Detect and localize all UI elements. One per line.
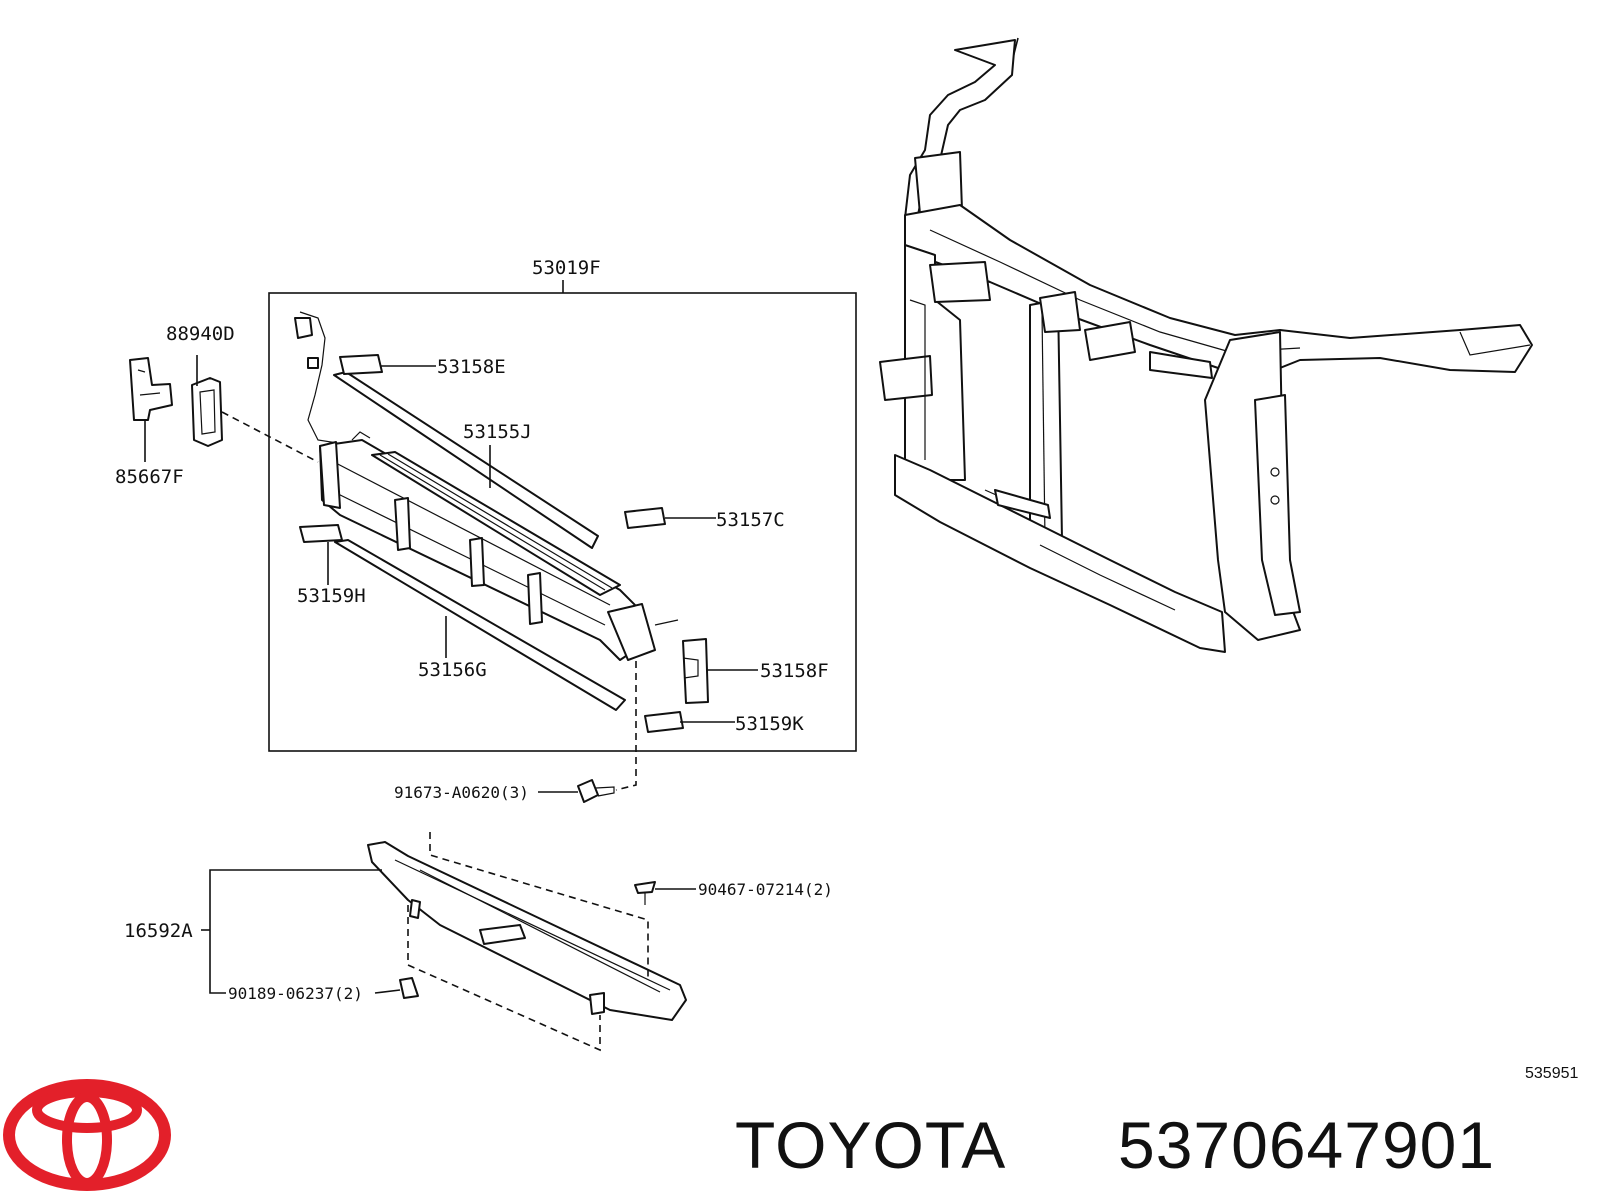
sensor-88940D-drawing xyxy=(191,377,223,447)
grille-shutter-drawing xyxy=(294,311,679,661)
assembly-box-53019F xyxy=(268,280,857,752)
label-90189-06237: 90189-06237(2) xyxy=(228,984,363,1003)
label-90467-07214: 90467-07214(2) xyxy=(698,880,833,899)
footer-brand: TOYOTA xyxy=(735,1108,1006,1182)
label-53155J: 53155J xyxy=(463,421,532,443)
bracket-85667F-drawing xyxy=(129,357,173,421)
footer-part-number: 5370647901 xyxy=(1118,1108,1495,1182)
pad-53159H-drawing xyxy=(299,524,343,543)
pad-53159K-drawing xyxy=(644,711,684,733)
label-91673-A0620: 91673-A0620(3) xyxy=(394,783,529,802)
lower-cover-16592A-drawing xyxy=(367,841,687,1021)
diagram-ref-number: 535951 xyxy=(1525,1065,1578,1082)
label-53158E: 53158E xyxy=(437,356,506,378)
leader-lines xyxy=(144,355,758,994)
label-53157C: 53157C xyxy=(716,509,785,531)
bolt-91673-drawing xyxy=(577,779,615,803)
toyota-logo xyxy=(3,1079,171,1191)
label-53159H: 53159H xyxy=(297,585,366,607)
clip-90189-drawing xyxy=(399,977,419,999)
radiator-support-drawing xyxy=(879,37,1533,653)
label-53158F: 53158F xyxy=(760,660,829,682)
clip-90467-drawing xyxy=(634,881,656,905)
pad-53158E-drawing xyxy=(339,354,383,375)
label-53159K: 53159K xyxy=(735,713,804,735)
pad-53158F-drawing xyxy=(682,638,709,704)
label-53019F: 53019F xyxy=(532,257,601,279)
label-53156G: 53156G xyxy=(418,659,487,681)
pad-53157C-drawing xyxy=(624,507,666,529)
label-85667F: 85667F xyxy=(115,466,184,488)
seal-53155J-drawing xyxy=(333,371,599,549)
label-88940D: 88940D xyxy=(166,323,235,345)
label-16592A: 16592A xyxy=(124,920,193,942)
seal-53156G-drawing xyxy=(334,539,626,711)
